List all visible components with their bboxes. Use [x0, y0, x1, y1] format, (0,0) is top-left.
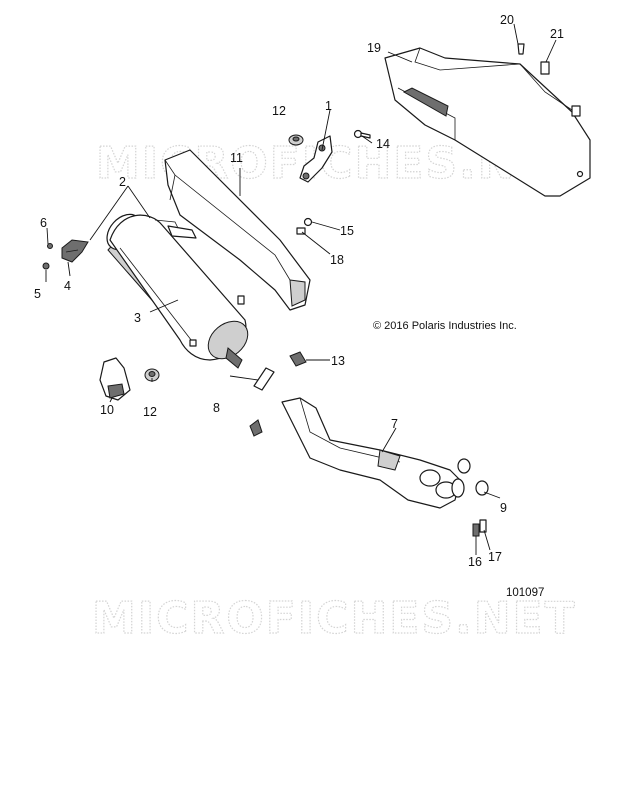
callout-7: 7	[391, 417, 398, 431]
callout-10: 10	[100, 403, 114, 417]
callout-11: 11	[230, 151, 243, 165]
callout-15: 15	[340, 224, 354, 238]
part-6-washer	[47, 243, 53, 249]
callout-18: 18	[330, 253, 344, 267]
callout-14: 14	[376, 137, 390, 151]
part-20-screw	[517, 43, 525, 55]
part-17-screw	[479, 519, 487, 533]
callout-17: 17	[488, 550, 502, 564]
callout-12-upper: 12	[272, 104, 286, 118]
part-21-clip	[540, 61, 550, 75]
part-13-spring	[289, 351, 307, 367]
callout-16: 16	[468, 555, 482, 569]
callout-6: 6	[40, 216, 47, 230]
callout-5: 5	[34, 287, 41, 301]
callout-4: 4	[64, 279, 71, 293]
copyright-notice: © 2016 Polaris Industries Inc.	[373, 320, 517, 332]
callout-19: 19	[367, 41, 381, 55]
callout-12-lower: 12	[143, 405, 157, 419]
part-19-heat-shield	[384, 47, 591, 197]
leader-lines	[45, 23, 557, 555]
callout-3: 3	[134, 311, 141, 325]
part-4-end-cap	[61, 239, 89, 263]
part-7-head-pipe	[281, 397, 465, 509]
callout-21: 21	[550, 27, 564, 41]
callout-9: 9	[500, 501, 507, 515]
part-5-nut	[42, 262, 50, 270]
part-9-gasket-rings	[457, 458, 489, 496]
figure-number: 101097	[506, 587, 544, 599]
part-12-grommet-lower	[144, 368, 160, 382]
part-10-hanger	[99, 357, 131, 401]
watermark-bottom: MICROFICHES.NET	[92, 593, 577, 644]
part-14-bolt	[353, 129, 371, 139]
callout-2: 2	[119, 175, 126, 189]
callout-1: 1	[325, 99, 332, 113]
part-12-grommet-upper	[288, 134, 304, 146]
part-16-clip	[472, 523, 480, 537]
callout-20: 20	[500, 13, 514, 27]
callout-13: 13	[331, 354, 345, 368]
part-15-bolt	[303, 217, 313, 227]
part-3-muffler	[106, 213, 249, 369]
part-spring-lower	[249, 419, 263, 437]
part-11-muffler-shield	[164, 149, 311, 311]
callout-8: 8	[213, 401, 220, 415]
part-1-bracket	[299, 135, 333, 183]
part-8-gasket	[253, 367, 275, 391]
